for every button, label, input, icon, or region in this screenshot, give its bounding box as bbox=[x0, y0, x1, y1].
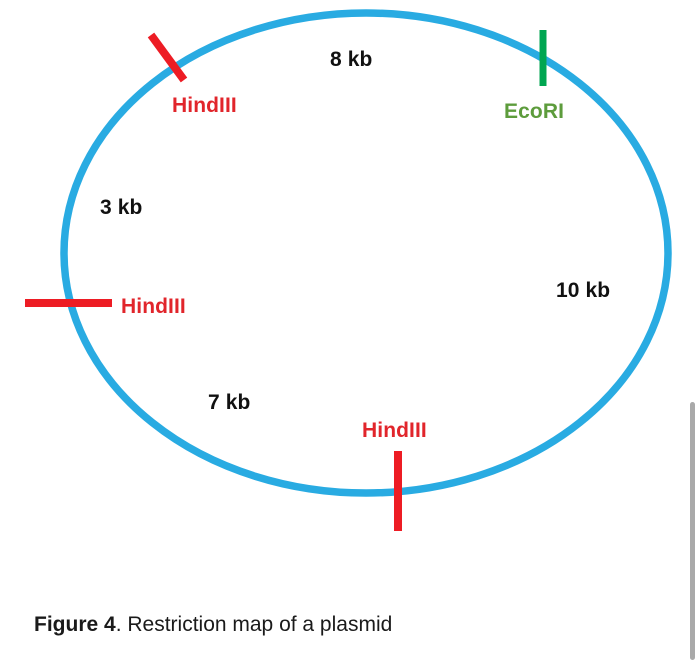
figure-caption: Figure 4. Restriction map of a plasmid bbox=[34, 612, 392, 638]
figure-caption-text: . Restriction map of a plasmid bbox=[115, 613, 393, 636]
site-label-hindiii-top: HindIII bbox=[172, 94, 237, 117]
plasmid-figure: 8 kb 10 kb 7 kb 3 kb HindIII EcoRI HindI… bbox=[25, 9, 672, 531]
segment-label-3kb: 3 kb bbox=[100, 196, 143, 219]
site-label-hindiii-bottom: HindIII bbox=[362, 419, 427, 442]
scrollbar-thumb[interactable] bbox=[690, 402, 695, 660]
site-label-ecori: EcoRI bbox=[504, 100, 565, 123]
figure-caption-number: Figure 4 bbox=[34, 613, 116, 636]
segment-label-10kb: 10 kb bbox=[556, 279, 611, 302]
segment-label-7kb: 7 kb bbox=[208, 391, 251, 414]
plasmid-circle bbox=[60, 9, 672, 497]
hindiii-top-mark bbox=[147, 32, 188, 83]
site-label-hindiii-left: HindIII bbox=[121, 295, 186, 318]
plasmid-map-graphic bbox=[25, 9, 672, 531]
segment-label-8kb: 8 kb bbox=[330, 48, 373, 71]
vertical-scrollbar[interactable] bbox=[686, 0, 700, 661]
